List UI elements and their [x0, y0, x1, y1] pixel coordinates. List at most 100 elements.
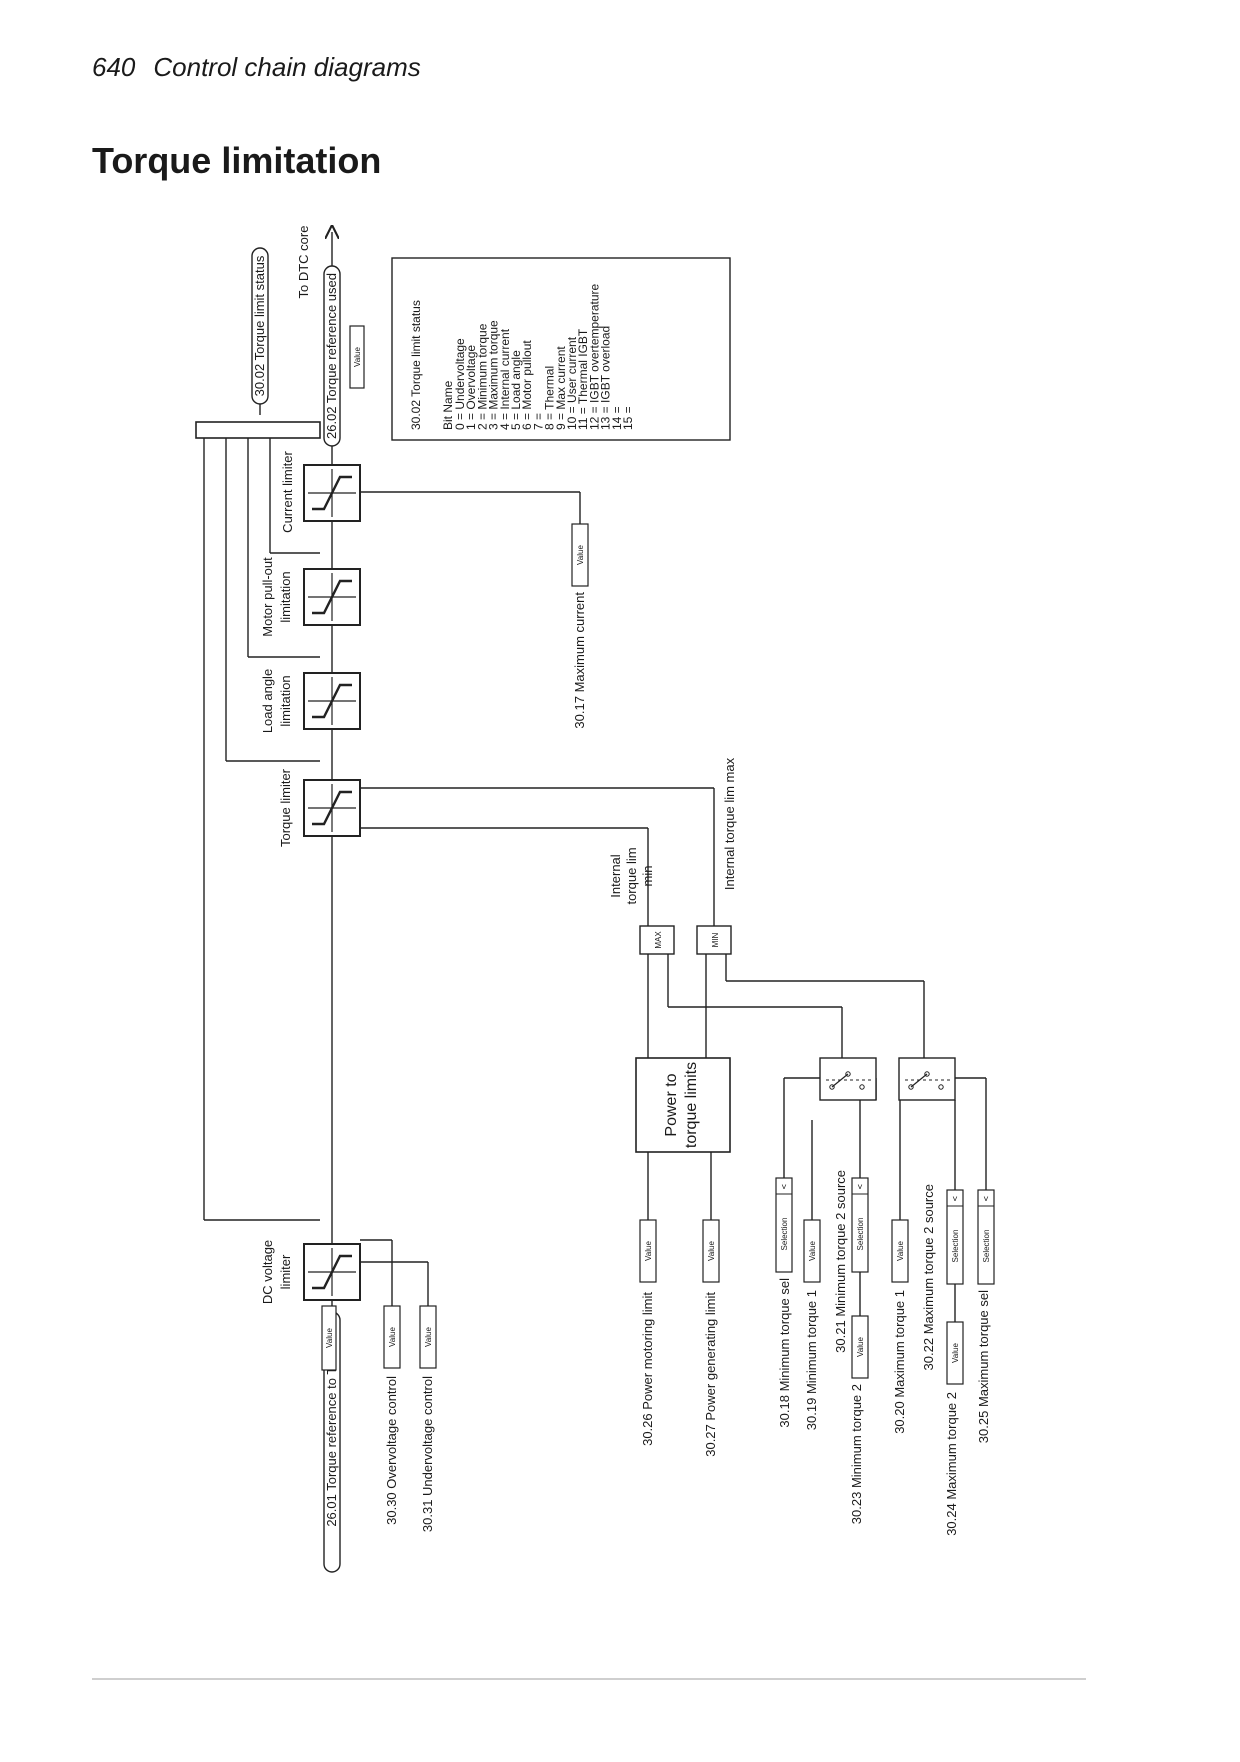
- status-table-row: 0 = Undervoltage: [453, 338, 467, 430]
- max-torque-sel-chevron-icon: ˅: [983, 1194, 988, 1204]
- page-header: 640 Control chain diagrams: [92, 52, 421, 83]
- status-table-row: 3 = Maximum torque: [487, 320, 501, 430]
- status-table-row: 8 = Thermal: [543, 366, 557, 430]
- internal-torque-lim-min-2: torque lim: [624, 847, 639, 904]
- footer-rule: [92, 1678, 1086, 1680]
- min-torque-sel-selection: Selection: [780, 1218, 789, 1251]
- param-30-20: 30.20 Maximum torque 1: [892, 1290, 907, 1434]
- param-30-27: 30.27 Power generating limit: [703, 1292, 718, 1457]
- param-30-24: 30.24 Maximum torque 2: [944, 1392, 959, 1536]
- status-table-row: 11 = Thermal IGBT: [576, 328, 590, 430]
- param-30-26: 30.26 Power motoring limit: [640, 1292, 655, 1446]
- torque-reference-used-value-box: [349, 325, 365, 389]
- max-torque-2-value: Value: [951, 1343, 960, 1363]
- minimum-torque-switch: [819, 1057, 877, 1101]
- param-30-22: 30.22 Maximum torque 2 source: [921, 1184, 936, 1370]
- param-30-21: 30.21 Minimum torque 2 source: [833, 1170, 848, 1353]
- min-torque-sel-chevron-icon: ˅: [781, 1182, 786, 1192]
- status-table-row: 5 = Load angle: [509, 350, 523, 430]
- overvoltage-value: Value: [388, 1327, 397, 1347]
- status-table-row: 1 = Overvoltage: [464, 345, 478, 430]
- status-table-header: Bit Name: [441, 380, 455, 430]
- dc-voltage-limiter-label-1: DC voltage: [260, 1240, 275, 1304]
- status-table-row: 15 =: [621, 406, 635, 430]
- torque-limiter-block: [302, 778, 362, 838]
- dc-voltage-limiter-block: [302, 1242, 362, 1302]
- min-torque-2-source-selection: Selection: [856, 1218, 865, 1251]
- torque-reference-used-label: 26.02 Torque reference used: [324, 273, 339, 439]
- motor-pullout-label-1: Motor pull-out: [260, 557, 275, 637]
- min-torque-sel-box[interactable]: [775, 1177, 793, 1273]
- power-to-torque-line1: Power to: [663, 1073, 680, 1136]
- section-title: Control chain diagrams: [153, 52, 421, 82]
- motor-pullout-block: [302, 567, 362, 627]
- dc-voltage-limiter-label-2: limiter: [278, 1254, 293, 1289]
- torque-reference-to-tc-value-box: [321, 1305, 337, 1371]
- status-table-row: 4 = Internal current: [498, 328, 512, 430]
- param-30-30: 30.30 Overvoltage control: [384, 1376, 399, 1525]
- min-torque-1-value: Value: [808, 1241, 817, 1261]
- torque-limit-status-table: [391, 257, 731, 441]
- torque-limit-status-label: 30.02 Torque limit status: [252, 255, 267, 396]
- undervoltage-value: Value: [424, 1327, 433, 1347]
- load-angle-label-2: limitation: [278, 675, 293, 726]
- status-table-row: 13 = IGBT overload: [599, 326, 613, 430]
- status-table-row: 7 =: [531, 413, 545, 430]
- power-generating-value: Value: [707, 1241, 716, 1261]
- param-30-23: 30.23 Minimum torque 2: [849, 1384, 864, 1524]
- min-torque-2-value: Value: [856, 1337, 865, 1357]
- status-table-row: 9 = Max current: [554, 346, 568, 430]
- torque-reference-to-tc-label: 26.01 Torque reference to TC: [324, 1357, 339, 1526]
- overvoltage-value-box: [383, 1305, 401, 1369]
- status-table-row: 14 =: [610, 406, 624, 430]
- current-limiter-block: [302, 463, 362, 523]
- param-30-31: 30.31 Undervoltage control: [420, 1376, 435, 1532]
- status-table-row: 12 = IGBT overtemperature: [587, 283, 601, 430]
- max-current-value: Value: [576, 545, 585, 565]
- max-torque-sel-selection: Selection: [982, 1230, 991, 1263]
- internal-torque-lim-min-3: min: [640, 866, 655, 887]
- status-bus-bar: [195, 421, 321, 439]
- status-table-row: 2 = Minimum torque: [475, 323, 489, 430]
- load-angle-label-1: Load angle: [260, 669, 275, 733]
- max-label: MAX: [654, 931, 663, 949]
- torque-limiter-label: Torque limiter: [278, 768, 293, 847]
- max-current-value-box: [571, 523, 589, 587]
- max-block: [639, 925, 675, 955]
- to-dtc-core-label: To DTC core: [296, 226, 311, 299]
- param-30-17: 30.17 Maximum current: [572, 592, 587, 729]
- undervoltage-value-box: [419, 1305, 437, 1369]
- status-table-title: 30.02 Torque limit status: [409, 300, 423, 430]
- max-torque-2-source-selection: Selection: [951, 1230, 960, 1263]
- torque-reference-used-value: Value: [353, 347, 362, 367]
- max-torque-2-source-chevron-icon: ˅: [952, 1194, 957, 1204]
- internal-torque-lim-min-1: Internal: [608, 854, 623, 897]
- status-table-text: 30.02 Torque limit status Bit Name 0 = U…: [409, 283, 635, 430]
- torque-limit-status-pill: [251, 247, 269, 405]
- min-block: [696, 925, 732, 955]
- torque-reference-to-tc-value: Value: [325, 1328, 334, 1348]
- page-number: 640: [92, 52, 136, 82]
- internal-torque-lim-max: Internal torque lim max: [722, 757, 737, 890]
- max-torque-1-value: Value: [896, 1241, 905, 1261]
- param-30-25: 30.25 Maximum torque sel: [976, 1290, 991, 1443]
- min-torque-2-source-chevron-icon: ˅: [857, 1182, 862, 1192]
- min-torque-1-value-box: [803, 1219, 821, 1283]
- torque-reference-used-pill: [323, 265, 341, 447]
- motor-pullout-label-2: limitation: [278, 571, 293, 622]
- power-motoring-value: Value: [644, 1241, 653, 1261]
- power-generating-value-box: [702, 1219, 720, 1283]
- status-table-row: 10 = User current: [565, 336, 579, 430]
- status-table-row: 6 = Motor pullout: [520, 340, 534, 430]
- power-motoring-value-box: [639, 1219, 657, 1283]
- power-to-torque-line2: torque limits: [683, 1062, 700, 1148]
- max-torque-1-value-box: [891, 1219, 909, 1283]
- min-label: MIN: [711, 932, 720, 947]
- wiring: [203, 232, 987, 1310]
- maximum-torque-switch: [898, 1057, 956, 1101]
- max-torque-sel-box[interactable]: [977, 1189, 995, 1285]
- load-angle-block: [302, 671, 362, 731]
- param-30-18: 30.18 Minimum torque sel: [777, 1278, 792, 1428]
- page-title: Torque limitation: [92, 140, 382, 181]
